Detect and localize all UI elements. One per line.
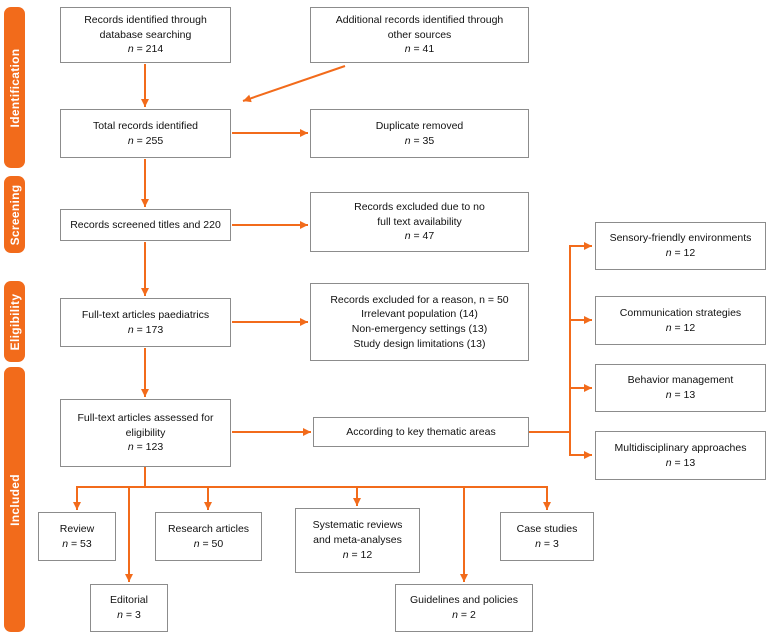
box-guidelines-policies: Guidelines and policies n = 2 — [395, 584, 533, 632]
stage-label: Eligibility — [7, 293, 22, 350]
box-other-sources: Additional records identified through ot… — [310, 7, 529, 63]
label-line: Systematic reviews — [312, 519, 403, 532]
label-line: full text availability — [377, 215, 462, 228]
box-total-records: Total records identified n = 255 — [60, 109, 231, 158]
box-database-searching: Records identified through database sear… — [60, 7, 231, 63]
box-assessed-eligibility: Full-text articles assessed for eligibil… — [60, 399, 231, 467]
label-line: Records screened titles and 220 — [70, 218, 221, 231]
label-line: other sources — [387, 28, 452, 41]
box-excluded-reasons: Records excluded for a reason, n = 50 Ir… — [310, 283, 529, 361]
count: n = 255 — [127, 134, 164, 147]
count: n = 12 — [342, 548, 373, 561]
label-line: Sensory-friendly environments — [609, 232, 752, 245]
label-line: Irrelevant population (14) — [361, 308, 478, 321]
count: n = 50 — [193, 537, 224, 550]
stage-label: Included — [7, 473, 22, 526]
label-line: Study design limitations (13) — [353, 337, 486, 350]
box-research-articles: Research articles n = 50 — [155, 512, 262, 561]
count: n = 3 — [117, 609, 141, 621]
label-line: Total records identified — [92, 119, 199, 132]
box-fulltext-paediatrics: Full-text articles paediatrics n = 173 — [60, 298, 231, 347]
box-multidisciplinary: Multidisciplinary approaches n = 13 — [595, 431, 766, 480]
count: n = 12 — [665, 321, 696, 334]
box-systematic-reviews: Systematic reviews and meta-analyses n =… — [295, 508, 420, 573]
count: n = 53 — [62, 537, 92, 550]
stage-eligibility: Eligibility — [4, 281, 25, 362]
box-sensory-friendly: Sensory-friendly environments n = 12 — [595, 222, 766, 270]
box-duplicates-removed: Duplicate removed n = 35 — [310, 109, 529, 158]
count: n = 13 — [665, 456, 696, 469]
label-line: Guidelines and policies — [410, 594, 518, 607]
stage-screening: Screening — [4, 176, 25, 253]
arrow — [242, 65, 346, 103]
count: n = 123 — [127, 441, 164, 454]
label-line: Full-text articles paediatrics — [81, 308, 210, 321]
box-thematic-areas: According to key thematic areas — [313, 417, 529, 447]
label-line: Review — [59, 522, 95, 535]
label-line: Multidisciplinary approaches — [614, 441, 747, 454]
count: n = 3 — [535, 537, 559, 550]
count: n = 13 — [665, 389, 696, 401]
label-line: Non-emergency settings (13) — [351, 323, 488, 335]
label-line: According to key thematic areas — [346, 425, 496, 438]
stage-included: Included — [4, 367, 25, 632]
box-records-screened: Records screened titles and 220 — [60, 209, 231, 241]
label-line: Records identified through — [84, 13, 207, 26]
box-case-studies: Case studies n = 3 — [500, 512, 594, 561]
label-line: database searching — [99, 28, 192, 41]
label-line: Behavior management — [627, 374, 734, 387]
box-excluded-no-fulltext: Records excluded due to no full text ava… — [310, 192, 529, 252]
count: n = 35 — [404, 134, 435, 147]
box-review: Review n = 53 — [38, 512, 116, 561]
stage-label: Screening — [7, 184, 22, 245]
box-editorial: Editorial n = 3 — [90, 584, 168, 632]
label-line: Case studies — [516, 522, 578, 535]
label-line: Records excluded due to no — [354, 200, 485, 213]
count: n = 41 — [404, 43, 435, 56]
count: n = 2 — [452, 609, 476, 621]
label-line: Editorial — [110, 594, 148, 607]
box-communication-strategies: Communication strategies n = 12 — [595, 296, 766, 345]
stage-label: Identification — [7, 48, 22, 127]
label-line: Research articles — [167, 522, 250, 535]
label-line: Full-text articles assessed for — [77, 411, 214, 424]
label-line: Communication strategies — [619, 306, 742, 319]
box-behavior-management: Behavior management n = 13 — [595, 364, 766, 412]
count: n = 12 — [665, 247, 696, 259]
count: n = 47 — [404, 230, 435, 243]
label-line: Records excluded for a reason, n = 50 — [330, 293, 509, 306]
label-line: Duplicate removed — [375, 119, 464, 132]
count: n = 214 — [127, 43, 164, 56]
count: n = 173 — [127, 323, 164, 336]
stage-identification: Identification — [4, 7, 25, 168]
label-line: and meta-analyses — [313, 534, 402, 547]
label-line: eligibility — [125, 426, 166, 439]
label-line: Additional records identified through — [335, 13, 504, 26]
